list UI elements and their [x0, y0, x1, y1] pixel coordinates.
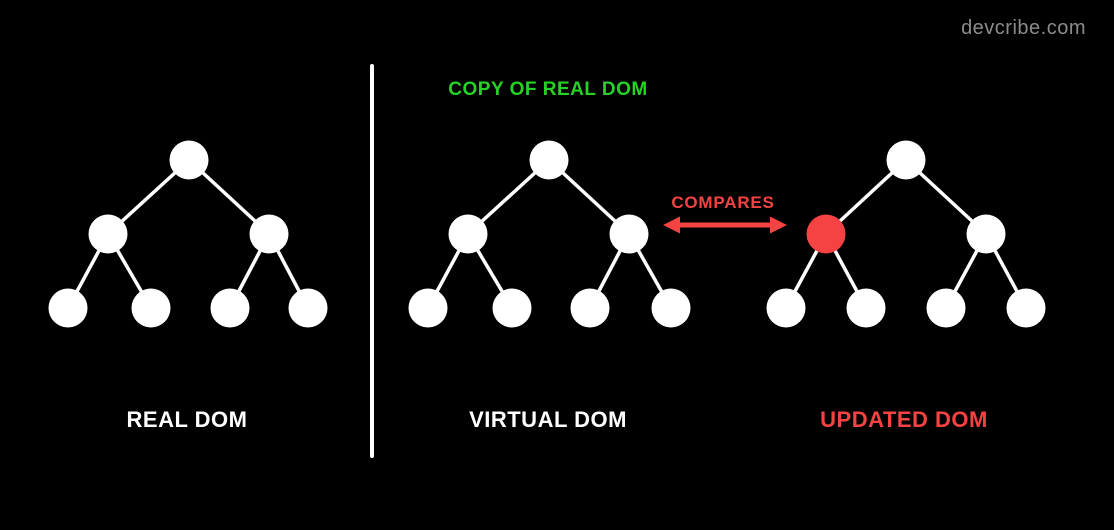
real-dom-label: REAL DOM [126, 407, 248, 432]
tree-node [210, 288, 250, 328]
compares-label: COMPARES [671, 193, 775, 212]
tree-node [131, 288, 171, 328]
tree-node [88, 214, 128, 254]
tree-node [169, 140, 209, 180]
tree-node [651, 288, 691, 328]
tree-node [926, 288, 966, 328]
tree-node [966, 214, 1006, 254]
arrow-right-head [770, 216, 787, 234]
virtual-dom-label: VIRTUAL DOM [469, 407, 627, 432]
tree-node [448, 214, 488, 254]
virtual-dom-tree [408, 140, 691, 328]
tree-node [886, 140, 926, 180]
copy-of-real-dom-label: COPY OF REAL DOM [448, 79, 648, 100]
tree-node [846, 288, 886, 328]
tree-node [609, 214, 649, 254]
updated-dom-tree [766, 140, 1046, 328]
tree-node [288, 288, 328, 328]
updated-tree-node [806, 214, 846, 254]
tree-node [408, 288, 448, 328]
tree-node [766, 288, 806, 328]
tree-node [48, 288, 88, 328]
real-dom-tree [48, 140, 328, 328]
tree-node [570, 288, 610, 328]
tree-node [529, 140, 569, 180]
tree-node [249, 214, 289, 254]
tree-node [1006, 288, 1046, 328]
updated-dom-label: UPDATED DOM [820, 407, 988, 432]
arrow-left-head [663, 216, 680, 234]
watermark: devcribe.com [961, 17, 1086, 39]
tree-node [492, 288, 532, 328]
